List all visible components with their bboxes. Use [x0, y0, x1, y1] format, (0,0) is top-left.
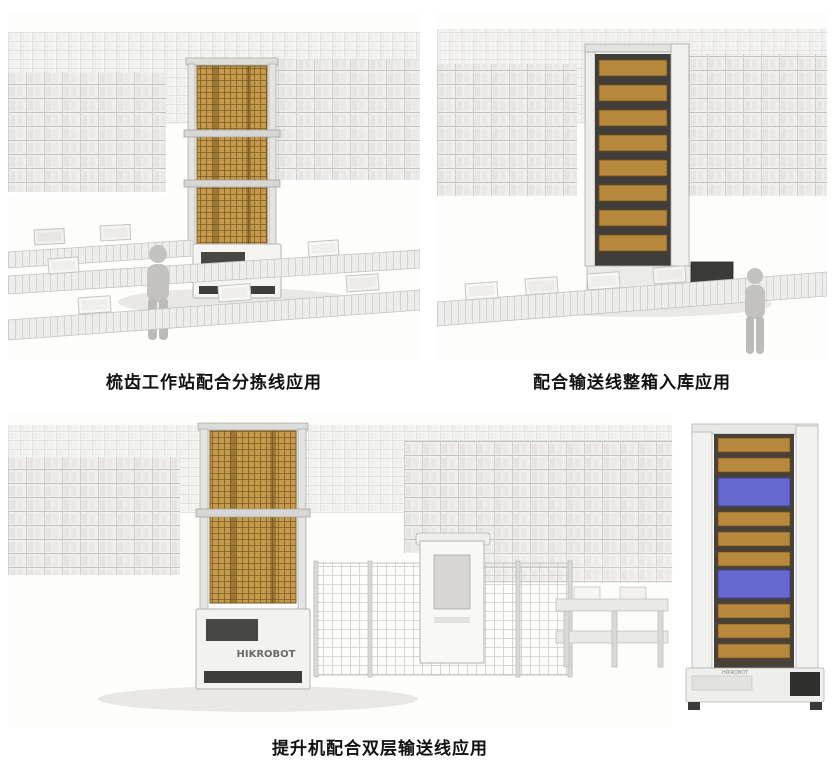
illustration-lifter-product: HIKROBOT	[678, 418, 832, 718]
figure-double-deck-scene: HIKROBOT	[8, 413, 672, 727]
figure-lifter-product: HIKROBOT	[678, 418, 832, 718]
figure-conveyor-inbound	[437, 14, 827, 360]
machine-brand-label: HIKROBOT	[722, 670, 749, 676]
illustration-sorting-line: HIKROBOT	[8, 14, 420, 360]
figure-sorting-line: HIKROBOT	[8, 14, 420, 360]
illustration-double-deck-scene: HIKROBOT	[8, 413, 672, 727]
caption-conveyor-inbound: 配合输送线整箱入库应用	[533, 373, 731, 393]
machine-brand-label: HIKROBOT	[237, 649, 296, 660]
caption-sorting-line: 梳齿工作站配合分拣线应用	[106, 373, 322, 393]
caption-double-deck: 提升机配合双层输送线应用	[272, 739, 488, 759]
illustration-conveyor-inbound	[437, 14, 827, 360]
